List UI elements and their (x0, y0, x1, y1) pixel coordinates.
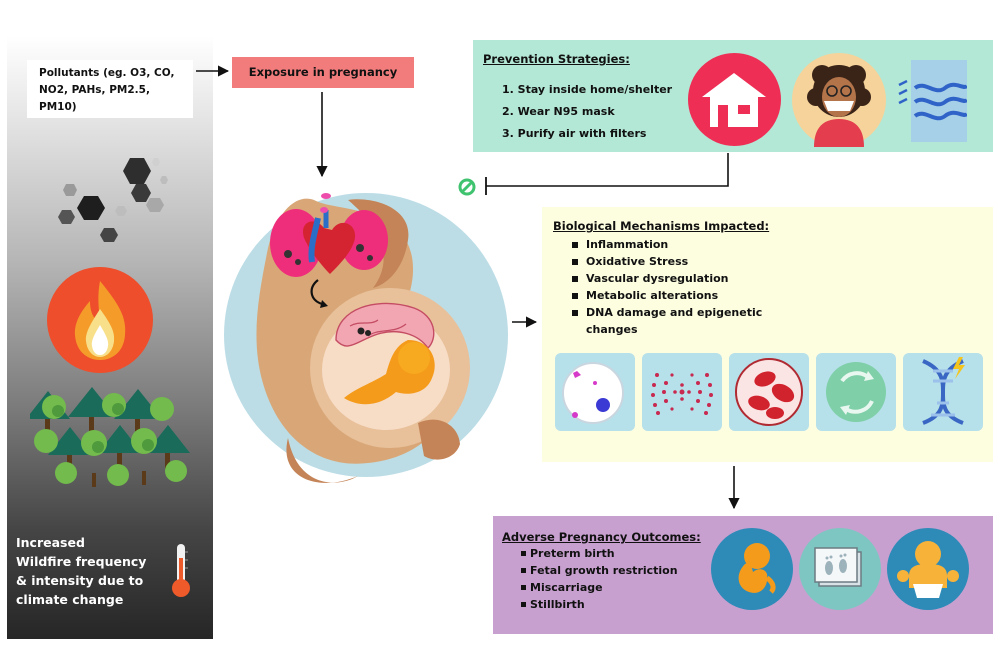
prevention-title: Prevention Strategies: (483, 52, 630, 66)
mechanism-item-1: Inflammation (572, 236, 762, 253)
prevention-item-1: 1. Stay inside home/shelter (502, 83, 673, 96)
outcome-item-3: Miscarriage (521, 579, 678, 596)
pollutants-line-1: Pollutants (eg. O3, CO, (39, 67, 175, 79)
pollutants-box: Pollutants (eg. O3, CO, NO2, PAHs, PM2.5… (27, 60, 193, 118)
vascular-cells-icon (729, 353, 809, 431)
wildfire-caption: Increased Wildfire frequency & intensity… (16, 533, 166, 609)
outcome-item-1: Preterm birth (521, 545, 678, 562)
footprint-frame-icon (799, 528, 881, 610)
prohibited-icon (458, 178, 476, 196)
smoke-hexagons-icon (58, 158, 168, 242)
prevention-item-2: 2. Wear N95 mask (502, 105, 615, 118)
prevention-inhibit-line (486, 153, 729, 187)
exposure-box: Exposure in pregnancy (232, 57, 414, 88)
metabolic-cycle-icon (816, 353, 896, 431)
mechanisms-list: Inflammation Oxidative Stress Vascular d… (572, 236, 762, 338)
wildfire-caption-line-4: climate change (16, 592, 124, 607)
masked-woman-icon (792, 53, 886, 147)
dna-damage-icon (903, 353, 983, 431)
outcomes-title: Adverse Pregnancy Outcomes: (502, 530, 701, 544)
house-icon (688, 53, 781, 146)
outcomes-list: Preterm birth Fetal growth restriction M… (521, 545, 678, 613)
prevention-panel: Prevention Strategies: 1. Stay inside ho… (473, 40, 993, 152)
mechanisms-panel: Biological Mechanisms Impacted: Inflamma… (542, 207, 993, 462)
prevention-item-3: 3. Purify air with filters (502, 127, 647, 140)
exposure-label: Exposure in pregnancy (248, 65, 398, 79)
mechanisms-title: Biological Mechanisms Impacted: (553, 219, 770, 233)
fetus-icon (711, 528, 793, 610)
oxidative-stress-icon (642, 353, 722, 431)
forest-icon (30, 387, 190, 487)
pollutants-line-2: NO2, PAHs, PM2.5, PM10) (39, 84, 150, 113)
outcome-item-4: Stillbirth (521, 596, 678, 613)
baby-icon (887, 528, 969, 610)
wildfire-caption-line-1: Increased (16, 535, 85, 550)
airflow-lines (898, 80, 908, 105)
mechanism-item-3: Vascular dysregulation (572, 270, 762, 287)
prevention-list: 1. Stay inside home/shelter 2. Wear N95 … (502, 79, 672, 145)
wildfire-caption-line-2: Wildfire frequency (16, 554, 147, 569)
wildfire-caption-line-3: & intensity due to (16, 573, 144, 588)
outcome-item-2: Fetal growth restriction (521, 562, 678, 579)
mechanism-item-2: Oxidative Stress (572, 253, 762, 270)
inflammation-cell-icon (555, 353, 635, 431)
fire-icon (47, 267, 153, 373)
thermometer-icon (172, 544, 190, 597)
pregnant-woman-icon (224, 193, 508, 483)
mechanism-item-5: DNA damage and epigenetic (572, 304, 762, 321)
mechanism-item-4: Metabolic alterations (572, 287, 762, 304)
mechanism-item-5-continued: changes (586, 323, 638, 336)
outcomes-panel: Adverse Pregnancy Outcomes: Preterm birt… (493, 516, 993, 634)
air-filter-icon (911, 60, 969, 142)
